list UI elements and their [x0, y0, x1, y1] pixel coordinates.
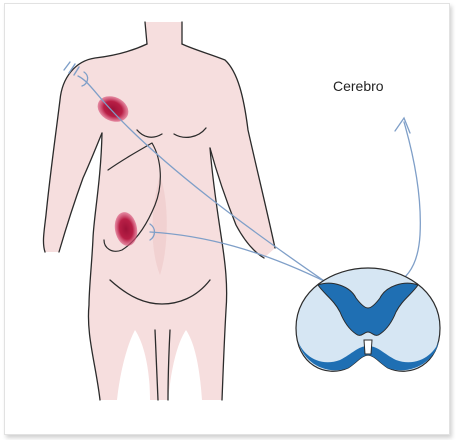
- ascending-brain-pathway: [380, 122, 420, 288]
- spinal-cord-cross-section: [296, 268, 440, 371]
- arrow-head: [395, 118, 410, 133]
- brain-label: Cerebro: [333, 78, 384, 94]
- body-figure: [43, 22, 275, 400]
- central-canal: [364, 340, 372, 354]
